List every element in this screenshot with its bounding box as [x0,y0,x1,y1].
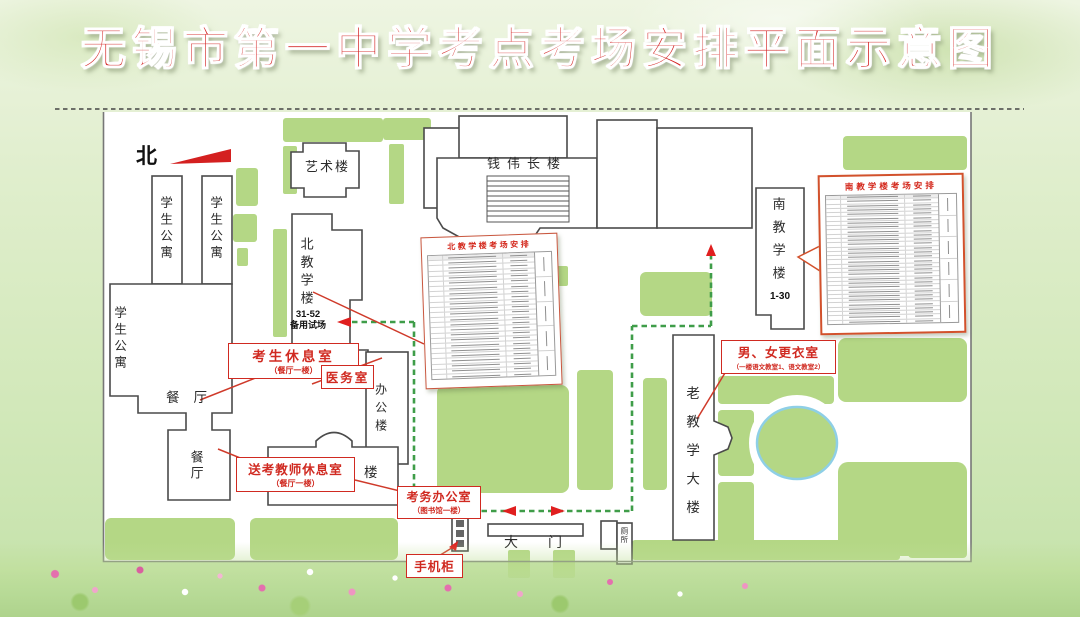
arrow-right-gate-path [551,506,565,516]
label-qianweichang-building: 钱伟长楼 [487,156,568,171]
building-art [290,142,360,198]
label-south-teaching-rooms: 1-30 [769,291,790,302]
label-toilet: 厕所 [619,527,629,544]
pond [755,405,839,481]
label-north-teaching: 北教学楼 [298,237,314,309]
callout-examinee-lounge-title: 考生休息室 [252,349,335,364]
callout-medical-room-title: 医务室 [325,371,370,385]
label-canteen-b: 餐厅 [188,450,204,482]
qwc-hatched-block [486,175,570,223]
callout-escort-teacher-lounge-title: 送考教师休息室 [248,463,343,477]
callout-changing-rooms-subtitle: （一楼语文教室1、语文教室2） [732,364,825,371]
poster-title: 无锡市第一中学考点考场安排平面示意图 [80,22,999,74]
callout-escort-teacher-lounge-subtitle: （餐厅一楼） [271,479,320,488]
schedule-table-north: 北教学楼考场安排 [420,232,563,390]
label-north-teaching-rooms: 31-52 [295,309,321,320]
arrow-left-north-path [337,317,351,327]
callout-exam-affairs-office-subtitle: （图书馆一楼） [412,506,466,515]
arrow-left-gate-path [502,506,516,516]
building-old-teaching [672,334,733,541]
callout-changing-rooms: 男、女更衣室 （一楼语文教室1、语文教室2） [721,340,836,374]
label-north-teaching-note: 备用试场 [289,320,326,330]
callout-medical-room: 医务室 [321,365,374,389]
label-dorm-a: 学生公寓 [158,196,173,262]
walking-paths [352,254,713,513]
path-arrows [337,244,716,516]
label-office-building: 办公楼 [373,383,388,437]
north-compass-label: 北 [136,145,157,168]
label-dorm-c: 学生公寓 [112,306,127,372]
building-south-teaching [755,187,805,330]
building-qwc-east-court [656,127,753,229]
schedule-table-north-grid [427,250,557,381]
building-qwc-top-slab [458,115,568,159]
label-dorm-b: 学生公寓 [208,196,223,262]
building-canteen-complex [109,283,233,501]
building-dorm-a [151,175,183,285]
callout-changing-rooms-title: 男、女更衣室 [737,346,819,360]
callout-escort-teacher-lounge: 送考教师休息室 （餐厅一楼） [236,457,355,492]
callout-phone-cabinet: 手机柜 [406,554,463,578]
callout-exam-affairs-office: 考务办公室 （图书馆一楼） [397,486,481,519]
schedule-table-south: 南教学楼考场安排 [817,172,967,336]
gate-bar [487,523,584,537]
callout-examinee-lounge-subtitle: （餐厅一楼） [269,366,318,375]
arrow-up-south-path [706,244,716,256]
toilet-block-a [600,520,618,550]
label-art-building: 艺术楼 [305,159,351,174]
callout-phone-cabinet-title: 手机柜 [414,560,455,574]
label-canteen-a: 餐厅 [166,390,221,405]
callout-exam-affairs-office-title: 考务办公室 [406,490,472,504]
label-south-teaching: 南教学楼 [770,197,786,289]
label-old-teaching: 老教学大楼 [684,386,700,529]
label-gate: 大门 [504,534,592,550]
north-arrow-wedge [170,149,231,164]
schedule-table-south-title: 南教学楼考场安排 [844,180,937,192]
building-dorm-b [201,175,233,285]
building-qwc-right-block [596,119,658,229]
schedule-table-south-grid [824,192,960,326]
